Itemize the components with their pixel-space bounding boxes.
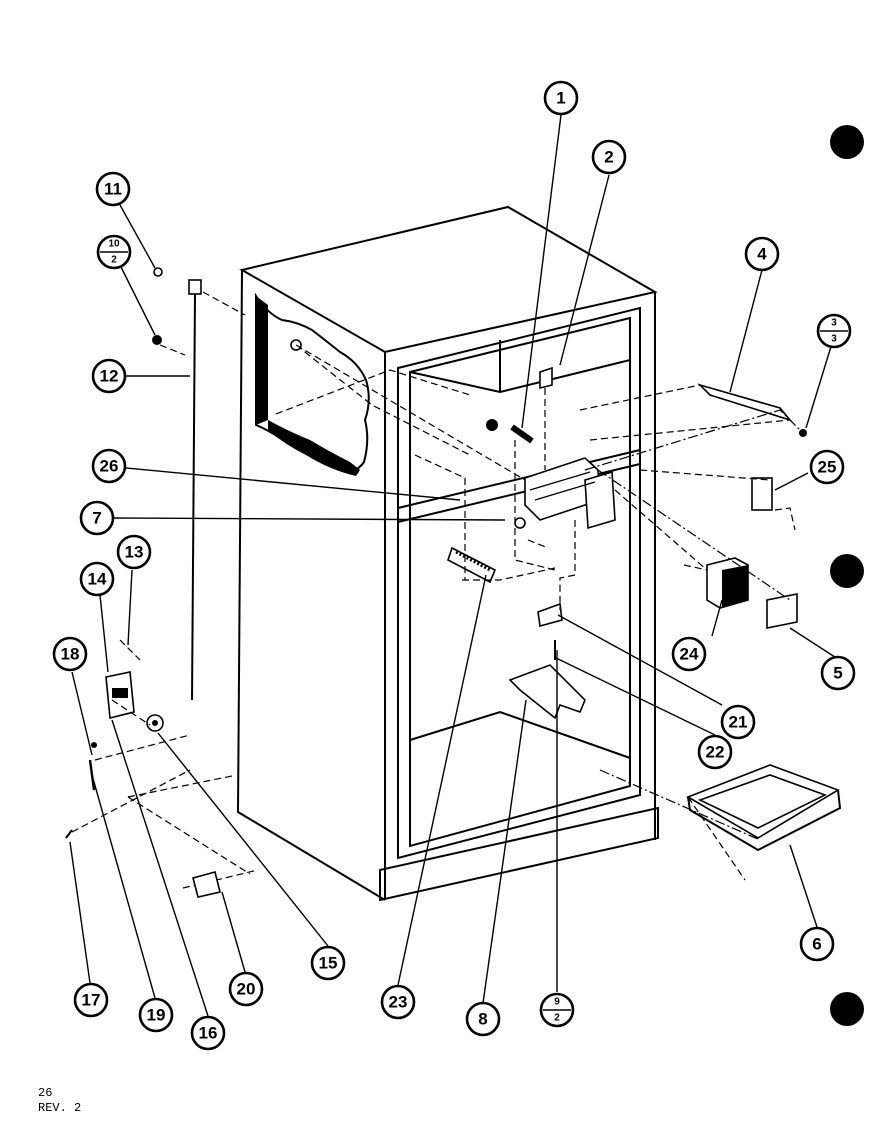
leader-lines (69, 114, 839, 1017)
fraction-top: 10 (108, 239, 120, 250)
fill-tube-part (486, 419, 534, 444)
callout-4: 4 (744, 236, 780, 272)
shelf-bracket-part (508, 664, 586, 720)
small-fasteners (65, 267, 807, 839)
callout-label: 16 (199, 1024, 218, 1043)
control-housing-part (105, 671, 135, 720)
callout-26: 26 (91, 448, 127, 484)
ice-chute-part (697, 383, 793, 422)
callout-2: 2 (591, 139, 627, 175)
crisper-tray-part (686, 764, 842, 852)
fraction-bottom: 3 (831, 334, 837, 345)
callout-label: 20 (237, 980, 256, 999)
front-plate-part (766, 593, 798, 629)
callout-label: 19 (147, 1006, 166, 1025)
callout-16: 16 (190, 1015, 226, 1051)
callout-8: 8 (465, 1001, 501, 1037)
callout-label: 7 (92, 509, 101, 528)
callout-1: 1 (543, 80, 579, 116)
callout-label: 14 (88, 570, 107, 589)
callout-label: 26 (100, 457, 119, 476)
callout-19: 19 (138, 997, 174, 1033)
hinge-part (188, 279, 202, 701)
callout-label: 23 (389, 993, 408, 1012)
callout-11: 11 (95, 171, 131, 207)
callout-13: 13 (116, 534, 152, 570)
callout-15: 15 (310, 945, 346, 981)
callout-10-2: 10 2 (96, 234, 132, 270)
callout-label: 18 (61, 645, 80, 664)
assembly-dashed-lines (71, 291, 804, 881)
binder-hole-middle (830, 554, 864, 588)
callout-20: 20 (228, 971, 264, 1007)
callout-label: 22 (706, 743, 725, 762)
callout-7: 7 (79, 500, 115, 536)
callout-label: 1 (556, 89, 565, 108)
cabinet-body (127, 205, 659, 902)
callout-label: 13 (125, 543, 144, 562)
callout-label: 2 (604, 148, 613, 167)
callout-label: 17 (82, 991, 101, 1010)
revision-label: REV. 2 (38, 1101, 82, 1115)
callout-12: 12 (91, 358, 127, 394)
shield-cover-part (751, 477, 773, 511)
page-number: 26 (38, 1086, 53, 1100)
callout-21: 21 (720, 704, 756, 740)
callout-label: 21 (729, 713, 748, 732)
fraction-top: 9 (554, 997, 560, 1008)
callout-label: 24 (680, 645, 699, 664)
clip-part (537, 602, 563, 628)
fraction-bottom: 2 (111, 255, 117, 266)
ice-bin-cube-part (706, 557, 749, 609)
callout-18: 18 (52, 636, 88, 672)
callout-label: 15 (319, 954, 338, 973)
ice-maker-assembly (524, 457, 616, 530)
door-switch-part (192, 871, 221, 898)
callout-label: 4 (757, 245, 767, 264)
binder-hole-top (830, 125, 864, 159)
callout-23: 23 (380, 984, 416, 1020)
callout-3-3: 3 3 (816, 313, 852, 349)
callout-label: 6 (812, 935, 821, 954)
callout-9-2: 9 2 (539, 992, 575, 1028)
callout-6: 6 (799, 926, 835, 962)
fraction-top: 3 (831, 318, 837, 329)
callout-label: 11 (104, 180, 122, 199)
callout-24: 24 (671, 636, 707, 672)
callout-22: 22 (697, 734, 733, 770)
fraction-bottom: 2 (554, 1013, 560, 1024)
callout-25: 25 (809, 449, 845, 485)
mounting-bracket-part (539, 366, 553, 390)
light-shield-part (447, 546, 497, 584)
callout-17: 17 (73, 982, 109, 1018)
callout-5: 5 (820, 655, 856, 691)
thermostat-knob-part (146, 714, 164, 732)
binder-hole-bottom (830, 992, 864, 1026)
callout-label: 5 (833, 664, 842, 683)
callout-14: 14 (79, 561, 115, 597)
callout-label: 12 (100, 367, 119, 386)
callout-label: 25 (818, 458, 837, 477)
page-footer: 26 REV. 2 (38, 1086, 81, 1116)
callout-label: 8 (478, 1010, 487, 1029)
